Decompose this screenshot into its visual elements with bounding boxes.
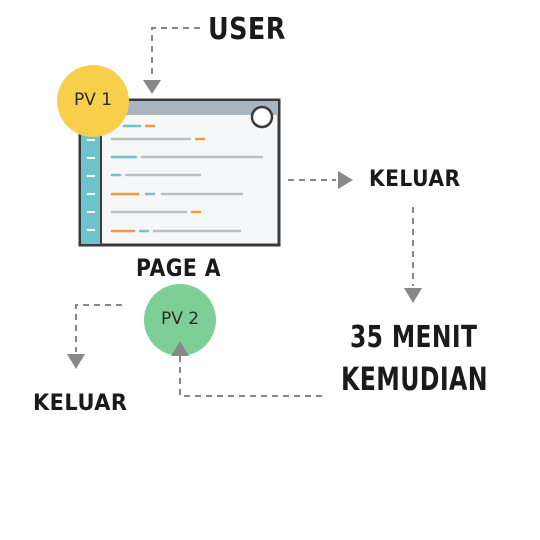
window-control-icon — [250, 105, 274, 129]
sidebar-ticks — [87, 139, 95, 231]
page-to-exit-right-arrow — [288, 171, 353, 189]
time-label-line1: 35 MENIT — [350, 320, 478, 355]
pv1-circle — [57, 65, 129, 137]
pv2-circle — [144, 284, 216, 356]
exit-right-label: KELUAR — [369, 167, 461, 192]
time-label-line2: KEMUDIAN — [341, 360, 488, 398]
content-lines — [110, 124, 264, 233]
pv1-label: PV 1 — [73, 90, 113, 110]
exit-to-time-arrow — [404, 207, 422, 303]
window-sidebar — [81, 116, 101, 244]
user-to-page-arrow — [143, 27, 200, 94]
pv2-label: PV 2 — [160, 309, 200, 329]
pv2-to-exit-left-arrow — [67, 304, 122, 369]
window-title-bar — [81, 101, 278, 115]
exit-left-label: KELUAR — [33, 391, 128, 416]
time-to-pv2-arrow — [171, 341, 322, 397]
page-a-label: PAGE A — [136, 254, 221, 282]
user-label: USER — [208, 12, 286, 47]
page-a-window — [78, 98, 281, 247]
